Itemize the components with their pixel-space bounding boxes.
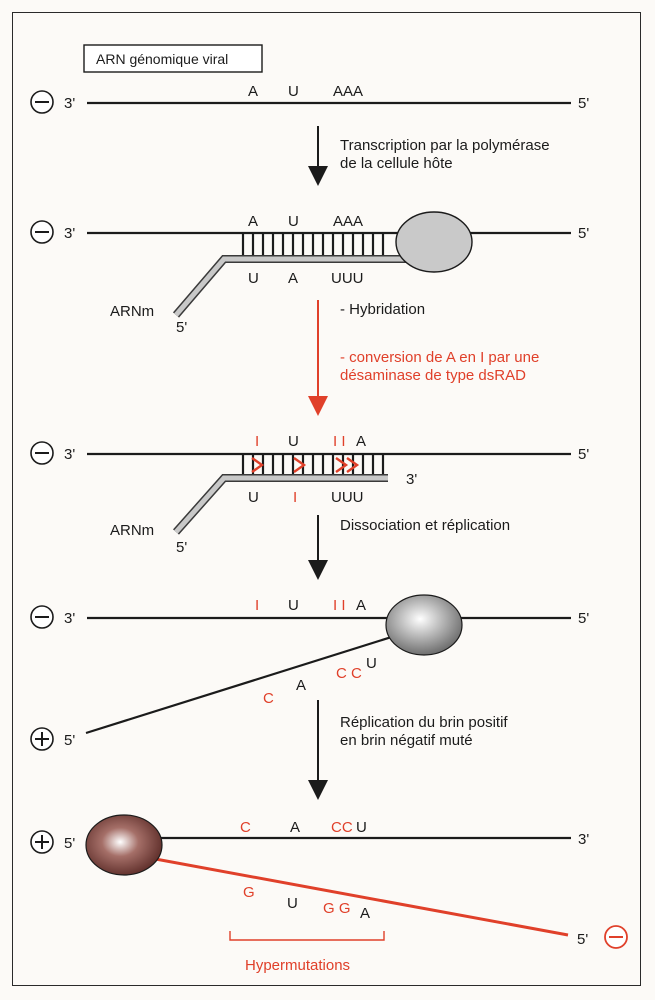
step4-line1: Réplication du brin positif: [340, 714, 508, 731]
row4-end-5: 5': [578, 610, 589, 627]
step2-line2: - conversion de A en I par une: [340, 349, 539, 366]
row3-end-5: 5': [578, 446, 589, 463]
row3-bottom-u: U: [248, 489, 259, 506]
mismatch-chevron-icon: [251, 457, 265, 473]
mismatch-chevron-icon: [293, 457, 307, 473]
row5-new-u: U: [287, 895, 298, 912]
row5-top-u: U: [356, 819, 367, 836]
row5-end-5: 5': [64, 835, 75, 852]
step2-line3: désaminase de type dsRAD: [340, 367, 526, 384]
row5-top-a: A: [290, 819, 300, 836]
row3-mrna-strand: [174, 475, 388, 534]
row3-mrna-end-5: 5': [176, 539, 187, 556]
row1-base-aaa: AAA: [333, 83, 363, 100]
row1-end-3: 3': [64, 95, 75, 112]
row5-negative-strand: 5' 3' C A CC U G U G G A 5': [30, 814, 628, 949]
row2-top-a: A: [248, 213, 258, 230]
row3-hybridation: 3' 5' 3' I U: [30, 433, 589, 556]
row3-top-i1: I: [255, 433, 259, 450]
row4-new-a: A: [296, 677, 306, 694]
row3-bottom-uuu: UUU: [331, 489, 364, 506]
row5-new-a: A: [360, 905, 370, 922]
row4-top-i1: I: [255, 597, 259, 614]
polymerase-icon: [385, 594, 463, 656]
mismatch-chevron-icon: [346, 457, 360, 473]
row2-bottom-uuu: UUU: [331, 270, 364, 287]
row1-base-u: U: [288, 83, 299, 100]
step2-line1: - Hybridation: [340, 301, 425, 318]
row3-bottom-i: I: [293, 489, 297, 506]
row2-bottom-a: A: [288, 270, 298, 287]
row4-new-end-5: 5': [64, 732, 75, 749]
row3-top-u: U: [288, 433, 299, 450]
mismatch-chevron-icon: [335, 457, 349, 473]
row5-new-end-5: 5': [577, 931, 588, 948]
row5-top-cc: CC: [331, 819, 353, 836]
title-box: ARN génomique viral: [83, 44, 263, 73]
row1-end-5: 5': [578, 95, 589, 112]
row4-top-ii: I I: [333, 597, 346, 614]
row3-top-a: A: [356, 433, 366, 450]
row5-end-3: 3': [578, 831, 589, 848]
row3-end-3: 3': [64, 446, 75, 463]
title-text: ARN génomique viral: [96, 51, 228, 67]
hypermutations-bracket: Hypermutations: [229, 931, 385, 974]
row4-new-c1: C: [263, 690, 274, 707]
polymerase-icon: [395, 211, 473, 273]
row4-new-cc: C C: [336, 665, 362, 682]
row2-bottom-u: U: [248, 270, 259, 287]
row2-mrna-strand: [174, 256, 420, 317]
row2-mrna-end-5: 5': [176, 319, 187, 336]
row3-arnm-label: ARNm: [110, 522, 154, 539]
row2-end-3: 3': [64, 225, 75, 242]
step1-line1: Transcription par la polymérase: [340, 137, 550, 154]
row3-top-ii: I I: [333, 433, 346, 450]
row2-base-pairs: [241, 234, 385, 256]
row2-top-aaa: AAA: [333, 213, 363, 230]
row4-new-strand: [85, 633, 399, 735]
row1-base-a: A: [248, 83, 258, 100]
row5-top-c: C: [240, 819, 251, 836]
row2-top-u: U: [288, 213, 299, 230]
row3-mismatch-chevrons: [251, 457, 360, 473]
diagram-frame: [12, 12, 641, 986]
row2-end-5: 5': [578, 225, 589, 242]
step1-line2: de la cellule hôte: [340, 155, 453, 172]
row4-replication: 3' 5' I U I I A C A C C U 5': [30, 594, 589, 751]
row2-arnm-label: ARNm: [110, 303, 154, 320]
row4-top-a: A: [356, 597, 366, 614]
row4-end-3: 3': [64, 610, 75, 627]
row4-new-u: U: [366, 655, 377, 672]
hypermutations-label: Hypermutations: [245, 957, 350, 974]
row3-mrna-end-3: 3': [406, 471, 417, 488]
row5-mutated-strand: [149, 856, 569, 937]
step3-line1: Dissociation et réplication: [340, 517, 510, 534]
polymerase-icon: [85, 814, 163, 876]
row5-new-g1: G: [243, 884, 255, 901]
row1-genomic-rna: 3' 5' A U AAA: [30, 83, 589, 114]
row5-new-gg: G G: [323, 900, 351, 917]
row4-top-u: U: [288, 597, 299, 614]
step4-line2: en brin négatif muté: [340, 732, 473, 749]
row2-transcription: 3' 5' A U AAA U A UUU: [30, 211, 589, 336]
